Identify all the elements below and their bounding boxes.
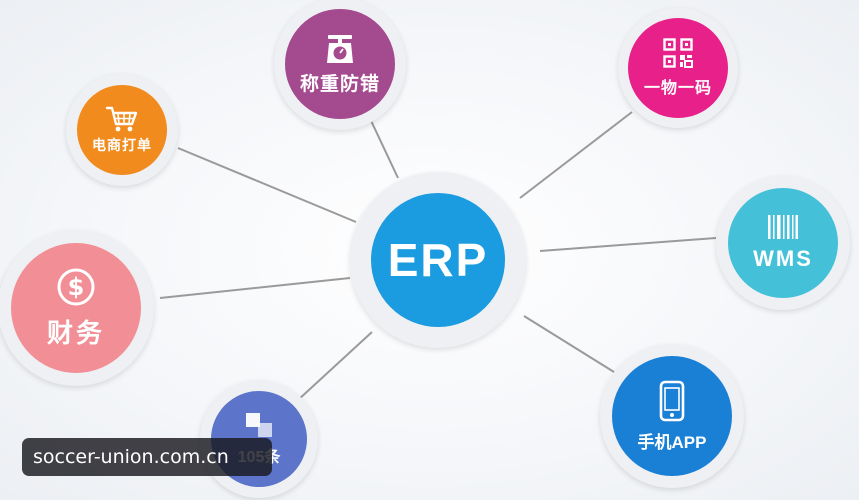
node-label-wms: WMS (753, 246, 813, 271)
mobile-phone-icon (659, 380, 685, 421)
shopping-cart-icon (105, 106, 138, 132)
barcode-icon (768, 215, 798, 239)
node-weighing-error-prevention: 称重防错 (285, 9, 395, 119)
node-label-weigh: 称重防错 (299, 73, 380, 95)
connector-app (523, 315, 615, 373)
center-node-erp: ERP (371, 193, 505, 327)
node-label-app: 手机APP (637, 432, 707, 452)
scale-icon (327, 34, 353, 63)
watermark: soccer-union.com.cn (22, 438, 272, 476)
connector-ecom (177, 147, 357, 223)
node-wms: WMS (728, 188, 838, 298)
node-label-qr: 一物一码 (643, 80, 712, 97)
node-ecommerce-printing: 电商打单 (77, 85, 167, 175)
node-mobile-app: 手机APP (612, 356, 732, 476)
connector-wms (539, 237, 717, 252)
connector-fin (159, 277, 351, 299)
connector-qr (519, 111, 633, 199)
node-finance: $ 财务 (11, 243, 141, 373)
center-node-label: ERP (387, 234, 489, 286)
node-label-ecom: 电商打单 (92, 137, 152, 153)
squares-icon (246, 413, 272, 437)
dollar-icon: $ (57, 268, 95, 305)
connector-105 (297, 331, 373, 401)
qr-code-icon (663, 38, 693, 68)
node-one-item-one-code: 一物一码 (628, 18, 728, 118)
node-label-finance: 财务 (46, 317, 105, 348)
svg-text:$: $ (68, 273, 85, 301)
